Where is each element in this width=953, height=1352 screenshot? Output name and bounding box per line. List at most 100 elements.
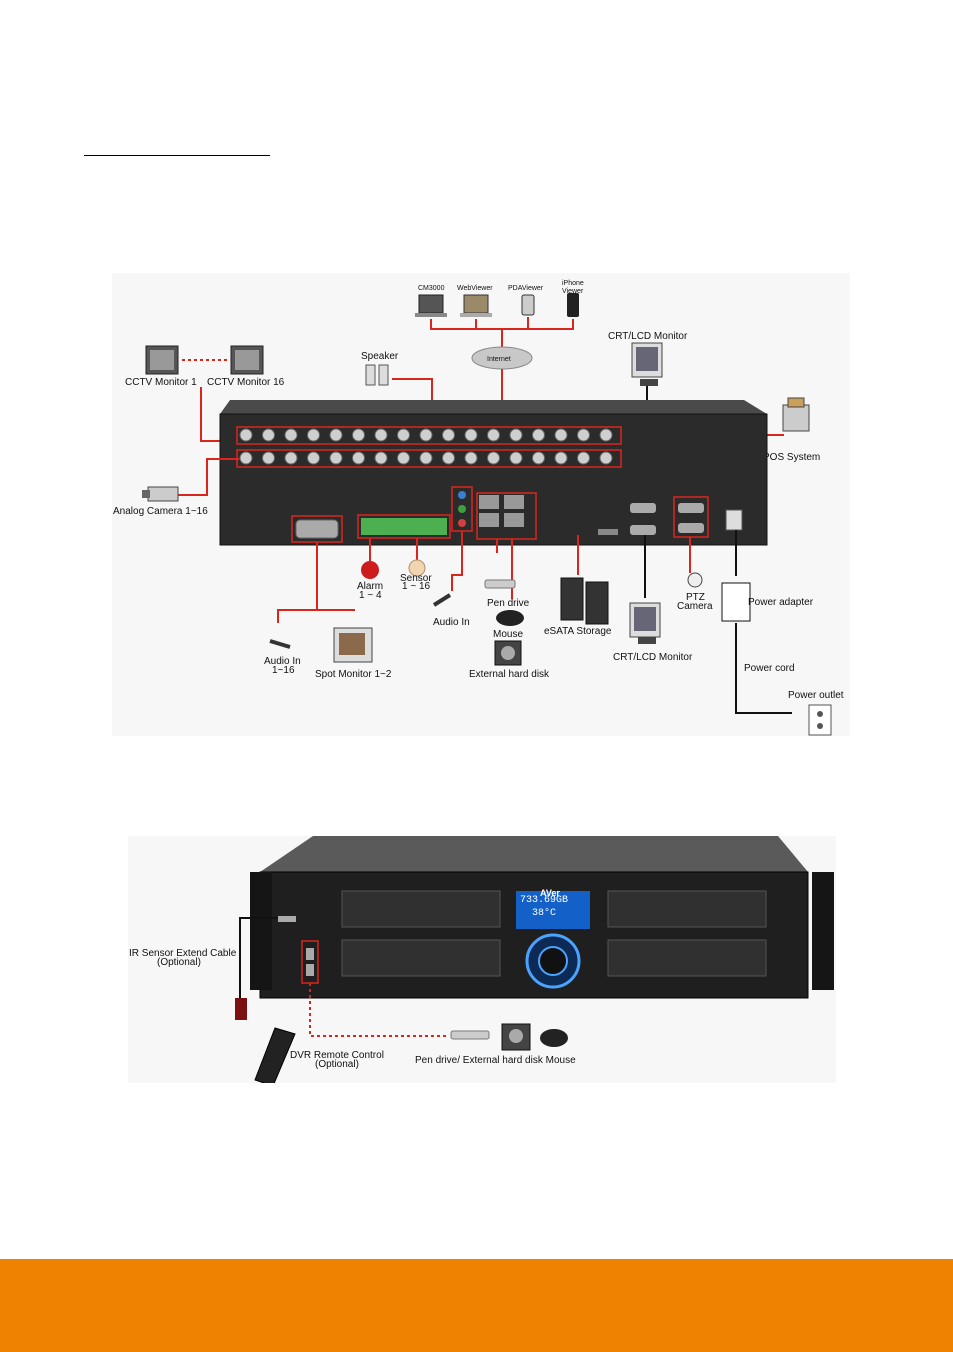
crt-top-label: CRT/LCD Monitor — [608, 331, 688, 342]
ir-sensor-label-line1: IR Sensor Extend Cable — [129, 948, 237, 959]
power-cord-label: Power cord — [744, 663, 795, 674]
bnc-connector — [464, 428, 478, 442]
alarm-icon — [361, 561, 379, 579]
rear-connection-diagram: CM3000 WebViewer PDAViewer iPhone Viewer… — [112, 273, 850, 736]
mouse-label: Mouse — [493, 629, 523, 640]
bnc-connector — [419, 428, 433, 442]
esata-storage-icon — [560, 577, 609, 625]
bnc-connector — [577, 428, 590, 442]
remote-control-label-line2: (Optional) — [315, 1059, 359, 1070]
power-outlet-icon — [808, 704, 832, 736]
internet-label: Internet — [487, 356, 511, 363]
page-footer-bar — [0, 1259, 953, 1352]
ptz-label-line1: PTZ — [686, 592, 705, 603]
spot-monitor-label: Spot Monitor 1~2 — [315, 669, 392, 680]
power-outlet-label: Power outlet — [788, 690, 844, 701]
esata-storage-label: eSATA Storage — [544, 626, 612, 637]
bnc-connector — [599, 451, 613, 465]
crt-monitor-bottom-icon — [629, 602, 661, 644]
lan-ports — [479, 495, 524, 527]
bnc-connector — [397, 451, 410, 465]
bnc-connector — [509, 428, 523, 442]
esata-port — [598, 529, 618, 535]
bnc-connector — [532, 451, 545, 465]
hdd-bay-top-right — [607, 890, 767, 928]
bnc-connector — [374, 428, 388, 442]
speaker-label: Speaker — [361, 351, 399, 362]
bnc-connector — [464, 451, 478, 465]
pen-drive-icon — [484, 579, 516, 589]
ptz-camera-icon — [687, 572, 703, 588]
bnc-connector — [262, 428, 275, 442]
bnc-connector — [239, 451, 253, 465]
pda-icon — [521, 294, 535, 316]
mouse-icon — [496, 610, 524, 626]
front-lcd-display — [516, 891, 590, 929]
external-hard-disk-icon — [494, 640, 522, 666]
bnc-connector — [397, 428, 410, 442]
hdd-bay-bottom-right — [607, 939, 767, 977]
bnc-connector — [262, 451, 275, 465]
bnc-input-row-1 — [239, 428, 613, 442]
sensor-label-line2: 1 ~ 16 — [402, 581, 431, 592]
usb-hard-disk-icon — [501, 1023, 531, 1051]
front-panel-diagram: 733.69GB 38°C AVer IR Sensor Extend Cabl… — [128, 836, 836, 1083]
crt-monitor-top-icon — [631, 342, 663, 386]
iphone-icon — [567, 293, 579, 317]
power-adapter-icon — [721, 582, 751, 622]
bnc-connector — [577, 451, 590, 465]
bnc-connector — [532, 428, 545, 442]
pen-drive-label: Pen drive — [487, 598, 530, 609]
audio-in-16-mic-icon — [269, 639, 291, 649]
ir-sensor-icon — [235, 998, 247, 1020]
bnc-connector — [307, 451, 320, 465]
bnc-connector — [352, 428, 365, 442]
bnc-connector — [554, 451, 568, 465]
bnc-connector — [599, 428, 613, 442]
power-connector — [725, 509, 743, 531]
remote-control-icon — [254, 1027, 296, 1083]
crt-bottom-label: CRT/LCD Monitor — [613, 652, 693, 663]
cm3000-laptop-icon — [415, 294, 447, 317]
front-usb-ports — [306, 948, 314, 976]
audio-in-mic-icon — [432, 593, 452, 607]
usb-pen-drive-icon — [450, 1030, 490, 1040]
cm3000-label: CM3000 — [418, 285, 445, 292]
lcd-temperature-text: 38°C — [532, 907, 556, 919]
alarm-label-line2: 1 ~ 4 — [359, 590, 382, 601]
ir-sensor-jack — [278, 916, 296, 922]
ptz-label-line2: Camera — [677, 601, 713, 612]
navigation-dial[interactable] — [525, 933, 581, 989]
speaker-icon — [365, 364, 389, 386]
audio-in-16-label-line1: Audio In — [264, 656, 301, 667]
external-hard-disk-label: External hard disk — [469, 669, 550, 680]
lcd-storage-text: 733.69GB — [520, 895, 568, 906]
bnc-connector — [284, 451, 298, 465]
alarm-label-line1: Alarm — [357, 581, 383, 592]
pos-system-label: POS System — [763, 452, 820, 463]
bnc-connector — [284, 428, 298, 442]
db25-connector — [295, 519, 339, 539]
webviewer-label: WebViewer — [457, 285, 493, 292]
bnc-connector — [419, 451, 433, 465]
bnc-connector — [487, 428, 500, 442]
hdd-bay-bottom-left — [341, 939, 501, 977]
bnc-connector — [554, 428, 568, 442]
ir-sensor-label-line2: (Optional) — [157, 957, 201, 968]
iphone-label-line2: Viewer — [562, 288, 584, 295]
pdaviewer-label: PDAViewer — [508, 285, 544, 292]
remote-control-label-line1: DVR Remote Control — [290, 1050, 384, 1061]
bnc-connector — [442, 428, 455, 442]
vga-com-ports — [630, 503, 704, 535]
cctv-monitor-16-label: CCTV Monitor 16 — [207, 377, 285, 388]
analog-camera-icon — [142, 486, 179, 502]
analog-camera-label: Analog Camera 1~16 — [113, 506, 208, 517]
bnc-connector — [239, 428, 253, 442]
cctv-monitor-16-icon — [230, 345, 264, 375]
hdd-bay-top-left — [341, 890, 501, 928]
bnc-connector — [442, 451, 455, 465]
bnc-connector — [374, 451, 388, 465]
bnc-connector — [352, 451, 365, 465]
usb-mouse-icon — [540, 1029, 568, 1047]
sensor-icon — [408, 559, 426, 577]
